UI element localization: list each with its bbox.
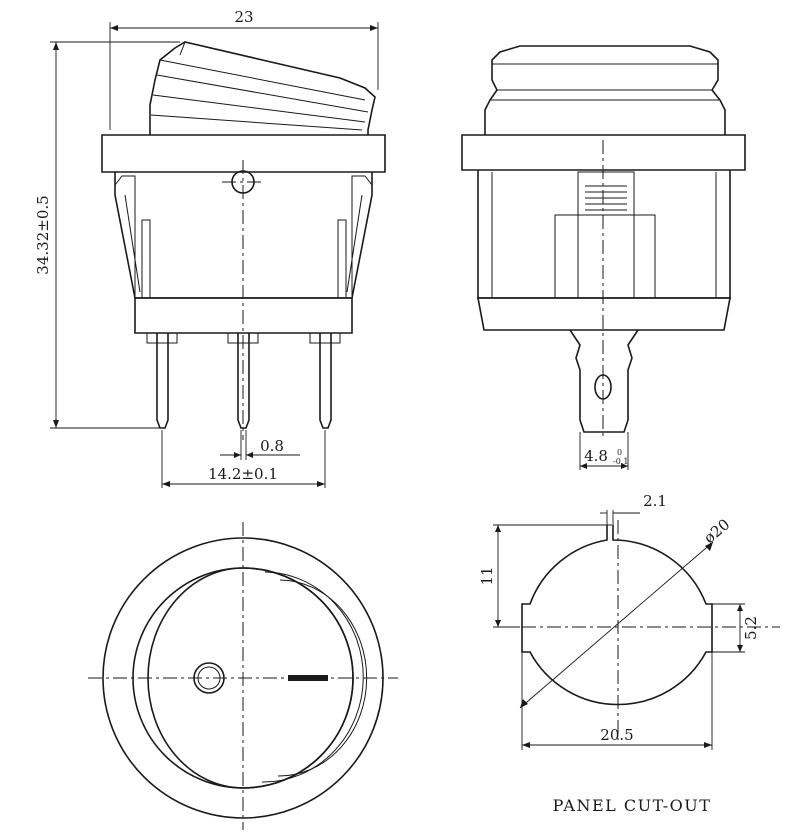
front-rocker-cap	[149, 41, 376, 135]
cutout-shape	[521, 525, 713, 706]
top-view	[88, 522, 398, 830]
dim-width-top: 23	[234, 8, 253, 26]
dim-terminal-tol-upper: 0	[617, 448, 622, 457]
dim-cutout-width: 20.5	[600, 726, 633, 744]
dim-cutout-diameter: ø20	[700, 515, 733, 547]
front-bezel	[101, 134, 386, 173]
dim-pin-pitch: 14.2±0.1	[208, 465, 278, 483]
side-view: 4.8 0 -0.1	[461, 45, 746, 470]
side-housing	[477, 170, 731, 299]
dim-pin-thickness: 0.8	[260, 437, 284, 455]
front-base	[134, 297, 353, 334]
dim-cutout-height: 11	[478, 566, 496, 585]
side-base	[477, 297, 731, 331]
front-view: 23 34.32±0.5 0.8 14.2±0.1	[34, 8, 386, 488]
side-rocker-cap	[484, 45, 726, 135]
panel-cutout-view: ø20 2.1 11 5.2 20.5 PANEL CUT-OUT	[478, 492, 780, 815]
panel-cutout-label: PANEL CUT-OUT	[553, 796, 712, 815]
dim-cutout-slot: 2.1	[643, 492, 667, 510]
side-terminal	[569, 329, 639, 433]
dim-terminal-tol-lower: -0.1	[613, 457, 628, 466]
dim-cutout-notch: 5.2	[742, 616, 760, 640]
dim-terminal-width: 4.8	[584, 447, 608, 465]
dim-height-side: 34.32±0.5	[34, 195, 52, 274]
side-bezel	[461, 134, 746, 171]
